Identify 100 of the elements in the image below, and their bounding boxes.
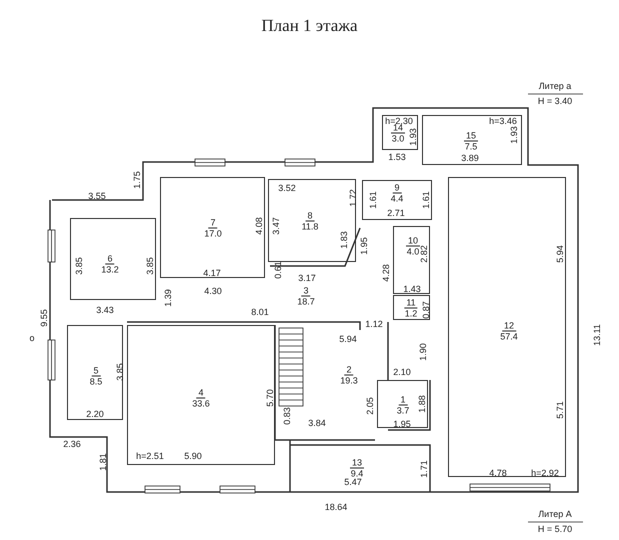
room [362, 180, 432, 220]
dimension-label: 3.43 [96, 305, 114, 315]
dimension-label: 3.84 [308, 418, 326, 428]
room-area: 11.8 [302, 222, 318, 232]
plan-title: План 1 этажа [261, 16, 358, 36]
dimension-label: 5.94 [555, 245, 565, 263]
dimension-label: 1.53 [388, 152, 406, 162]
room-area: 4.4 [390, 194, 404, 204]
dimension-label: 3.17 [298, 273, 316, 283]
room-number: 8 [306, 210, 314, 222]
room [448, 177, 566, 477]
dimension-label: 2.82 [419, 245, 429, 263]
dimension-label: 4.17 [203, 268, 221, 278]
room [127, 325, 275, 465]
room-area: 33.6 [192, 398, 210, 408]
room-area: 8.5 [90, 376, 102, 386]
room-number: 2 [344, 364, 354, 376]
room-area: 13.2 [101, 264, 119, 274]
dimension-label: 2.05 [365, 397, 375, 415]
dimension-label: 4.08 [254, 217, 264, 235]
room-number: 13 [350, 458, 364, 468]
room-area: 19.3 [340, 376, 358, 386]
plan-mark: о [30, 333, 34, 343]
dimension-label: 3.85 [145, 257, 155, 275]
room-area: 17.0 [204, 228, 222, 238]
building-label: Литер а [538, 81, 572, 91]
dimension-label: 1.93 [408, 128, 418, 146]
dimension-label: 18.64 [324, 502, 348, 512]
dimension-label: 4.28 [381, 264, 391, 282]
room [382, 115, 418, 150]
room-number: 12 [502, 320, 516, 332]
dimension-label: 3.52 [278, 183, 296, 193]
height-note: H = 5.70 [538, 524, 572, 534]
dimension-label: 1.61 [368, 191, 378, 209]
room [160, 177, 265, 278]
height-note: h=2.92 [531, 468, 559, 478]
room-number: 15 [464, 130, 478, 142]
dimension-label: 1.83 [339, 231, 349, 249]
dimension-label: 3.55 [88, 191, 106, 201]
dimension-label: 1.93 [509, 126, 519, 144]
dimension-label: 5.70 [265, 389, 275, 407]
dimension-label: 9.55 [39, 309, 49, 327]
room [422, 115, 522, 165]
dimension-label: 1.43 [403, 284, 421, 294]
dimension-label: 0.83 [282, 407, 292, 425]
dimension-label: 5.71 [555, 401, 565, 419]
room-number: 10 [406, 236, 420, 246]
dimension-label: 1.95 [393, 419, 411, 429]
dimension-label: 1.88 [417, 395, 427, 413]
room-number: 7 [208, 218, 218, 228]
dimension-label: 1.95 [359, 237, 369, 255]
dimension-label: 13.11 [592, 324, 602, 346]
dimension-label: 1.81 [98, 453, 108, 471]
dimension-label: 2.20 [86, 409, 104, 419]
room-number: 4 [196, 388, 206, 398]
room [393, 295, 430, 320]
dimension-label: 1.39 [163, 289, 173, 307]
room-area: 7.5 [464, 142, 478, 152]
room-number: 3 [301, 286, 310, 296]
dimension-label: 0.61 [273, 261, 283, 279]
room [377, 380, 428, 428]
dimension-label: 5.94 [339, 334, 357, 344]
dimension-label: 0.87 [421, 301, 431, 319]
dimension-label: 2.71 [387, 208, 405, 218]
room-number: 6 [105, 254, 114, 264]
room-area: 1.2 [404, 308, 418, 318]
dimension-label: 1.72 [348, 189, 358, 207]
room-number: 11 [404, 298, 418, 308]
dimension-label: 3.85 [115, 363, 125, 381]
room-number: 14 [391, 122, 405, 134]
room [393, 226, 430, 294]
room-area: 3.7 [396, 406, 410, 416]
dimension-label: 2.10 [393, 367, 411, 377]
dimension-label: 4.30 [204, 286, 222, 296]
dimension-label: 1.61 [421, 191, 431, 209]
room [70, 218, 156, 300]
height-note: h=2.51 [136, 451, 164, 461]
dimension-label: 5.47 [344, 477, 362, 487]
dimension-label: 4.78 [489, 468, 507, 478]
room-area: 3.0 [392, 134, 404, 144]
dimension-label: 1.75 [132, 171, 142, 189]
room-number: 5 [92, 366, 100, 376]
height-note: H = 3.40 [538, 96, 572, 106]
room-area: 9.4 [350, 468, 364, 478]
dimension-label: 2.36 [63, 439, 81, 449]
dimension-label: 8.01 [251, 307, 269, 317]
dimension-label: 3.85 [74, 257, 84, 275]
room-area: 18.7 [297, 296, 315, 306]
room-number: 9 [392, 182, 402, 194]
dimension-label: 3.47 [271, 217, 281, 235]
room [67, 325, 123, 420]
room [268, 179, 356, 262]
room-number: 1 [398, 394, 408, 406]
room-area: 4.0 [406, 246, 420, 256]
dimension-label: 1.90 [418, 343, 428, 361]
dimension-label: 1.71 [419, 460, 429, 478]
height-note: h=3.46 [489, 116, 517, 126]
dimension-label: 1.12 [365, 319, 383, 329]
dimension-label: 3.89 [461, 153, 479, 163]
room-area: 57.4 [500, 332, 518, 342]
